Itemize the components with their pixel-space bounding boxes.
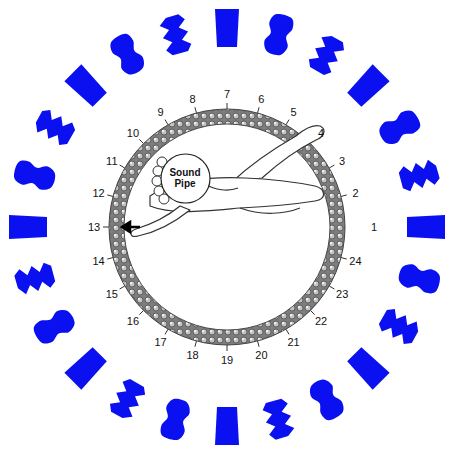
tick-line — [120, 165, 125, 168]
callout-number: 17 — [154, 336, 166, 348]
wave-shape — [346, 346, 390, 390]
callout-number: 6 — [258, 93, 264, 105]
wave-shape — [32, 107, 78, 149]
callout-number: 24 — [349, 255, 361, 267]
wave-shape — [215, 407, 239, 445]
callout-number: 21 — [287, 336, 299, 348]
wave-shape — [262, 12, 296, 58]
wave-shape — [407, 215, 445, 239]
pointer-arrow — [122, 222, 140, 232]
callout-number: 11 — [106, 155, 117, 167]
callout-number: 23 — [336, 288, 348, 300]
callout-number: 2 — [352, 187, 358, 199]
bead-ring — [117, 117, 338, 338]
wave-shape — [215, 9, 239, 47]
tick-line — [120, 286, 125, 289]
wave-shape — [376, 107, 424, 148]
wave-shape — [12, 159, 58, 193]
tick-line — [195, 107, 197, 113]
callout-number: 19 — [221, 354, 233, 366]
tick-line — [103, 227, 109, 228]
tick-line — [286, 120, 289, 125]
wave-shape — [13, 261, 56, 296]
wave-shape — [261, 398, 296, 441]
wave-shape — [158, 13, 193, 56]
tick-line — [139, 139, 143, 143]
tick-line — [165, 120, 168, 125]
wave-shape — [107, 31, 148, 79]
tick-line — [227, 345, 228, 351]
tick-line — [329, 165, 334, 168]
wave-shape — [64, 64, 108, 108]
wave-shape — [306, 32, 348, 78]
callout-number: 5 — [290, 106, 296, 118]
callout-number: 20 — [255, 349, 267, 361]
tick-line — [329, 286, 334, 289]
callout-number: 10 — [127, 127, 139, 139]
callout-number: 13 — [88, 221, 100, 233]
ring-inner-edge — [124, 124, 330, 330]
tick-lines — [103, 103, 347, 351]
text-holder: Sound Pipe — [167, 167, 203, 189]
tick-line — [227, 103, 228, 109]
tick-line — [165, 329, 168, 334]
wave-shapes — [9, 9, 445, 445]
callout-number: 14 — [92, 255, 104, 267]
ring-outer-edge — [109, 109, 345, 345]
swimmer-figure — [131, 126, 324, 237]
wave-shape — [9, 215, 47, 239]
callout-number: 22 — [315, 315, 327, 327]
callout-number: 12 — [92, 187, 104, 199]
tick-line — [341, 258, 347, 260]
sound-pipe-circle: Sound Pipe — [160, 153, 211, 204]
tick-line — [286, 329, 289, 334]
callout-number: 7 — [224, 88, 230, 100]
wave-shape — [346, 64, 390, 108]
wave-shape — [398, 158, 441, 193]
node-text: Sound Pipe — [167, 167, 203, 189]
circle-shape — [161, 154, 210, 203]
wave-shape — [306, 376, 347, 424]
wave-shape — [64, 346, 108, 390]
tick-line — [107, 258, 113, 260]
tick-line — [310, 310, 314, 314]
callout-number: 4 — [318, 127, 324, 139]
tick-line — [107, 195, 113, 197]
wave-shape — [31, 306, 79, 347]
tick-line — [258, 341, 260, 347]
callout-number: 8 — [190, 93, 196, 105]
wave-shape — [107, 376, 149, 422]
wave-shape — [376, 306, 422, 348]
callout-number: 18 — [186, 349, 198, 361]
tick-line — [195, 341, 197, 347]
callout-number: 15 — [106, 288, 118, 300]
tick-line — [139, 310, 143, 314]
wave-shape — [159, 396, 193, 442]
tick-line — [258, 107, 260, 113]
callout-number: 9 — [157, 106, 163, 118]
callout-number: 1 — [371, 221, 377, 233]
callout-number: 16 — [127, 315, 139, 327]
tick-line — [341, 195, 347, 197]
callout-number: 3 — [339, 155, 345, 167]
wave-shape — [396, 262, 442, 296]
